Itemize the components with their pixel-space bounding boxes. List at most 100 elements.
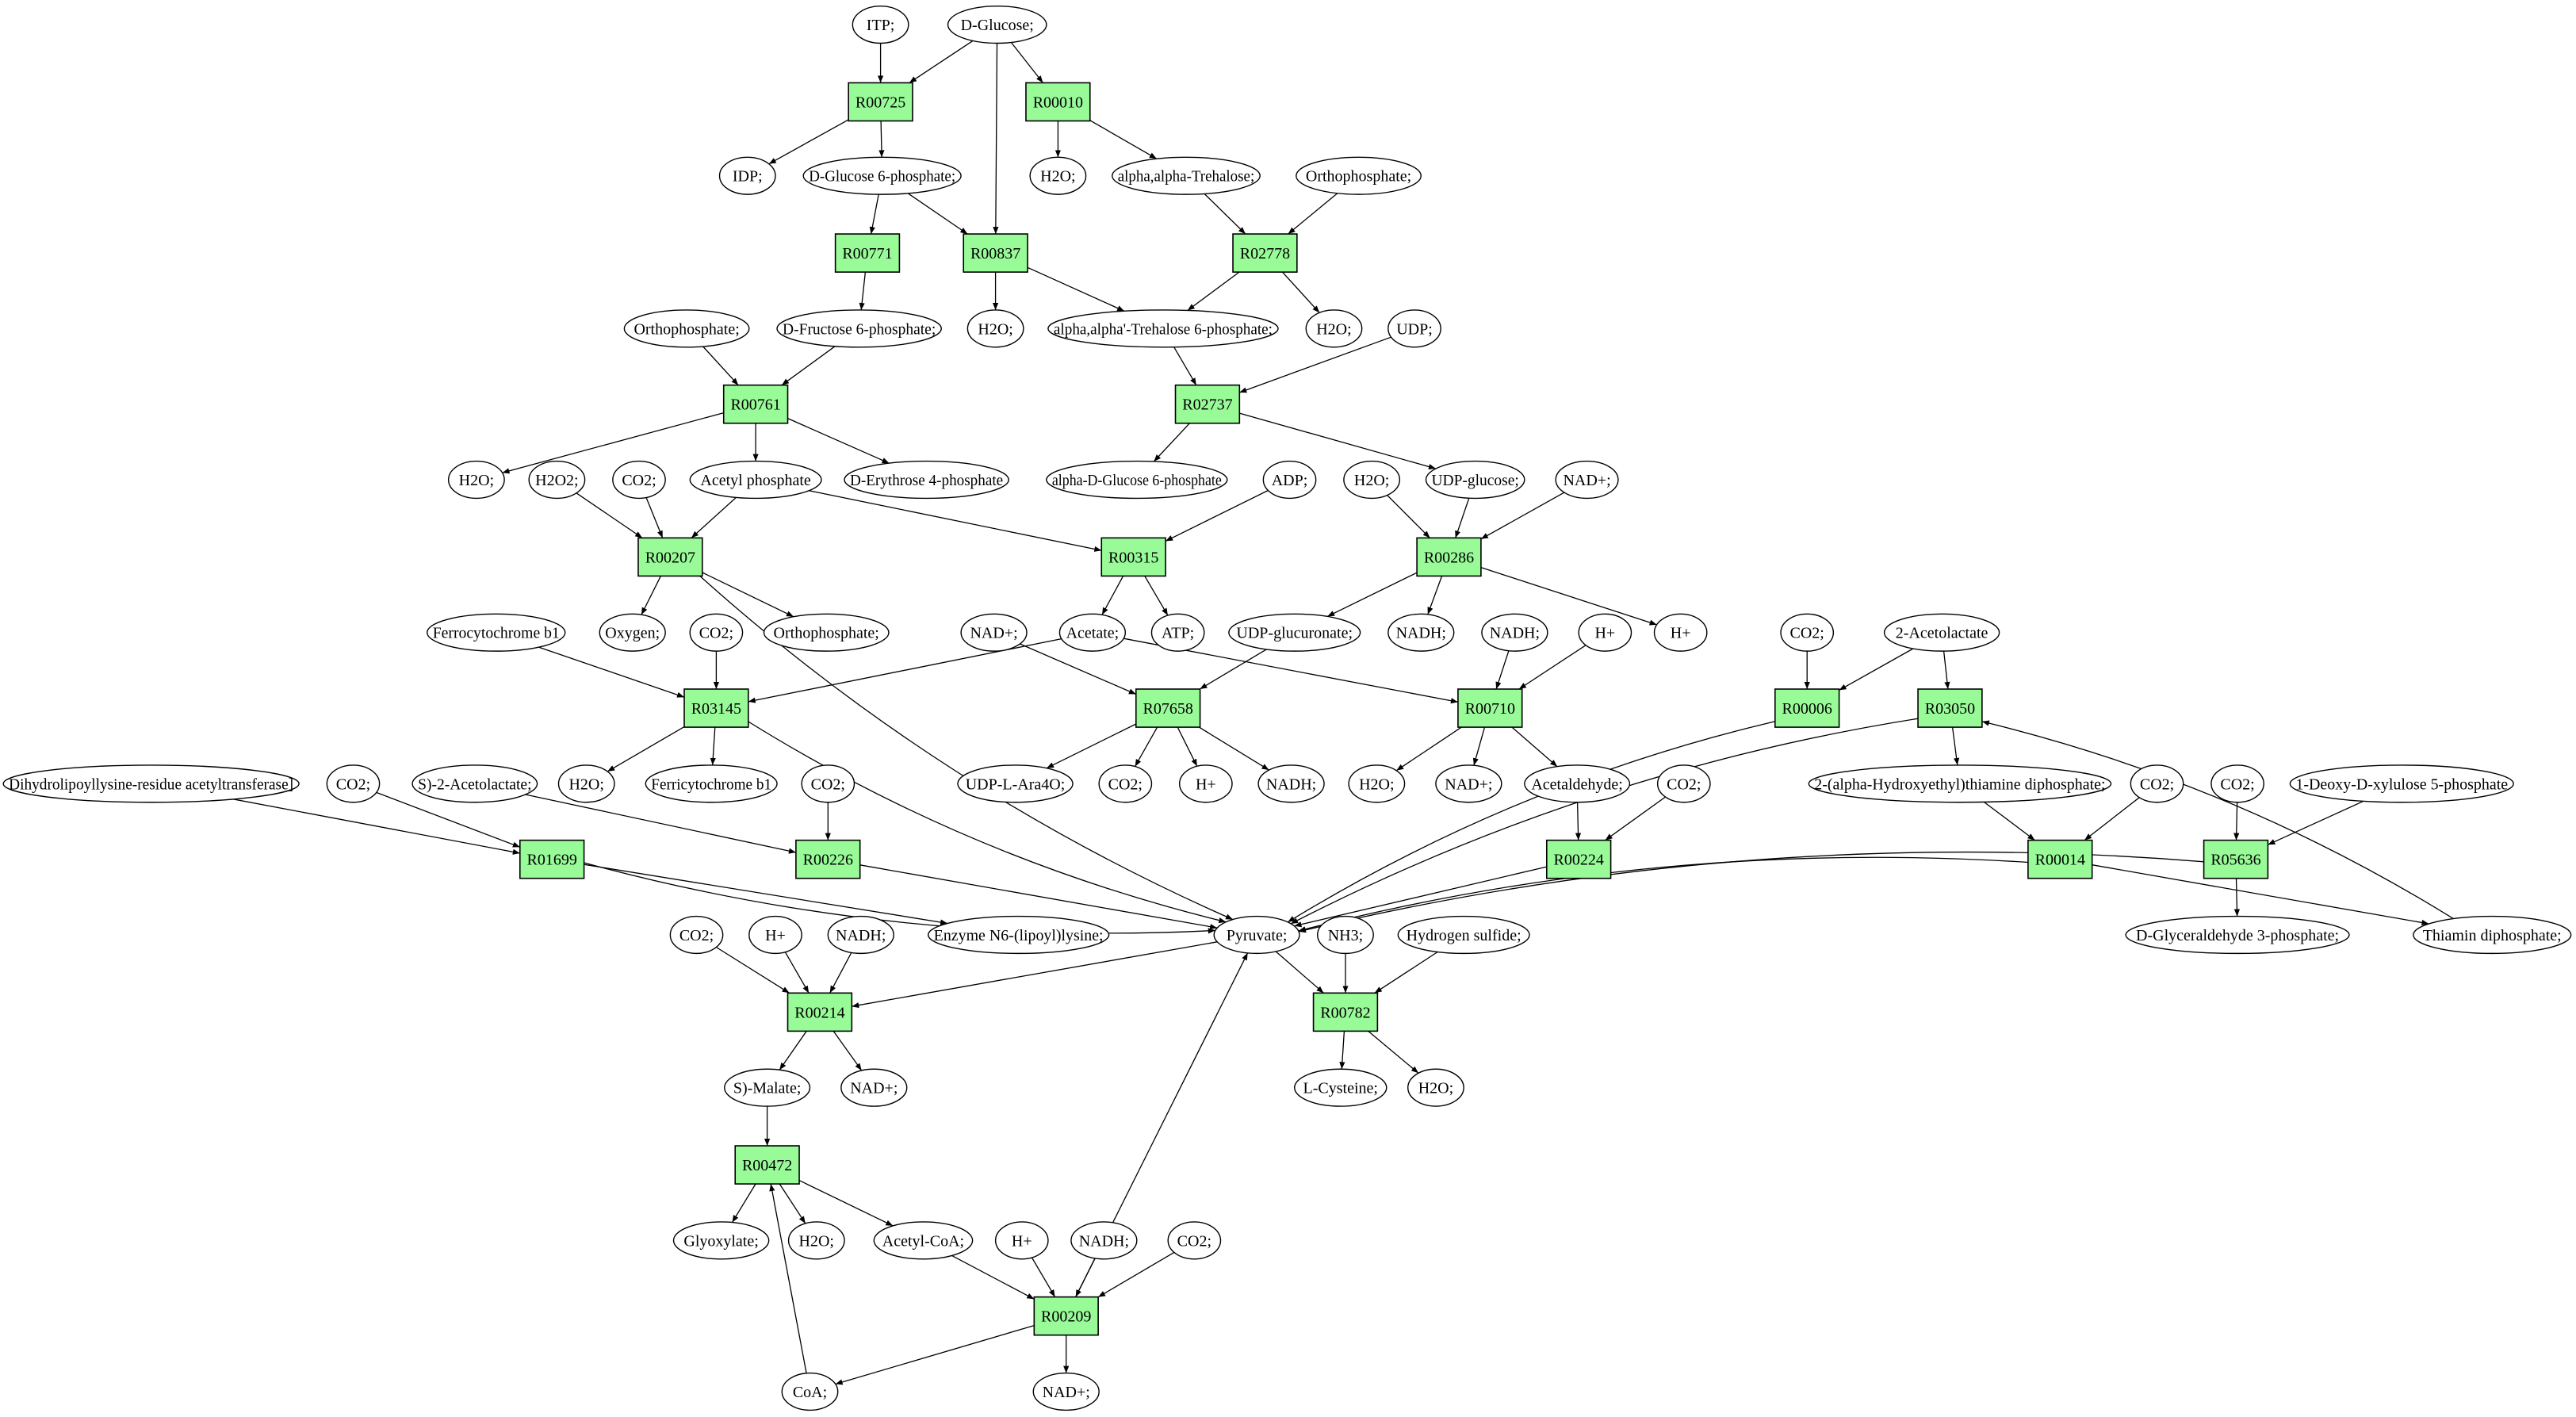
compound-node-h2o_h[interactable]: H2O; bbox=[1407, 1068, 1464, 1107]
compound-node-pi_c[interactable]: Orthophosphate; bbox=[763, 613, 890, 652]
compound-node-ferrocyt[interactable]: Ferrocytochrome b1 bbox=[427, 613, 566, 652]
reaction-node-R00725[interactable]: R00725 bbox=[848, 82, 913, 122]
compound-node-h2o_i[interactable]: H2O; bbox=[787, 1221, 845, 1260]
compound-node-acetolactate2[interactable]: 2-Acetolactate bbox=[1883, 613, 2000, 652]
compound-node-trehalose[interactable]: alpha,alpha-Trehalose; bbox=[1112, 156, 1261, 195]
compound-node-co2_j[interactable]: CO2; bbox=[669, 915, 724, 955]
compound-node-nh3[interactable]: NH3; bbox=[1317, 915, 1374, 955]
reaction-node-R02737[interactable]: R02737 bbox=[1174, 384, 1241, 424]
compound-node-udpglc[interactable]: UDP-glucose; bbox=[1425, 460, 1525, 500]
compound-node-t6p[interactable]: alpha,alpha'-Trehalose 6-phosphate; bbox=[1047, 309, 1279, 348]
compound-node-h2o_d[interactable]: H2O; bbox=[447, 460, 505, 500]
compound-node-sacetolactate[interactable]: S)-2-Acetolactate; bbox=[411, 764, 538, 803]
reaction-node-R01699[interactable]: R01699 bbox=[519, 839, 585, 879]
compound-node-pi_a[interactable]: Orthophosphate; bbox=[1296, 156, 1422, 195]
compound-node-udp[interactable]: UDP; bbox=[1388, 309, 1441, 348]
compound-node-udpgluc[interactable]: UDP-glucuronate; bbox=[1228, 613, 1361, 652]
compound-node-oxygen[interactable]: Oxygen; bbox=[599, 613, 666, 652]
reaction-node-R00286[interactable]: R00286 bbox=[1416, 537, 1482, 577]
compound-node-udpara[interactable]: UDP-L-Ara4O; bbox=[957, 764, 1074, 803]
compound-node-e4p[interactable]: D-Erythrose 4-phosphate bbox=[844, 460, 1009, 500]
compound-node-thdp[interactable]: Thiamin diphosphate; bbox=[2413, 915, 2572, 955]
reaction-node-R00710[interactable]: R00710 bbox=[1457, 688, 1523, 728]
compound-node-smalate[interactable]: S)-Malate; bbox=[724, 1068, 811, 1107]
compound-node-nadh_a[interactable]: NADH; bbox=[1388, 613, 1455, 652]
compound-node-acetylcoa[interactable]: Acetyl-CoA; bbox=[873, 1221, 974, 1260]
compound-node-co2_i[interactable]: CO2; bbox=[2210, 764, 2264, 803]
compound-node-hp_a[interactable]: H+ bbox=[1578, 613, 1632, 652]
compound-node-nadh_e[interactable]: NADH; bbox=[1070, 1221, 1138, 1260]
compound-node-nadh_b[interactable]: NADH; bbox=[1481, 613, 1548, 652]
compound-node-h2o2[interactable]: H2O2; bbox=[528, 460, 586, 500]
compound-node-coa[interactable]: CoA; bbox=[781, 1372, 839, 1411]
compound-node-glyoxylate[interactable]: Glyoxylate; bbox=[672, 1221, 770, 1260]
reaction-node-R03145[interactable]: R03145 bbox=[683, 688, 749, 728]
compound-node-co2_k[interactable]: CO2; bbox=[1167, 1221, 1222, 1260]
reaction-node-R07658[interactable]: R07658 bbox=[1135, 688, 1201, 728]
compound-node-h2s[interactable]: Hydrogen sulfide; bbox=[1397, 915, 1530, 955]
compound-node-h2o_b[interactable]: H2O; bbox=[966, 309, 1024, 348]
compound-node-hp_d[interactable]: H+ bbox=[748, 915, 802, 955]
compound-node-acetaldehyde[interactable]: Acetaldehyde; bbox=[1524, 764, 1631, 803]
compound-node-h2o_f[interactable]: H2O; bbox=[557, 764, 615, 803]
compound-node-adg6p[interactable]: alpha-D-Glucose 6-phosphate bbox=[1046, 460, 1228, 500]
reaction-node-R00782[interactable]: R00782 bbox=[1312, 992, 1379, 1032]
compound-node-hethdp[interactable]: 2-(alpha-Hydroxyethyl)thiamine diphospha… bbox=[1808, 764, 2112, 803]
compound-node-co2_d[interactable]: CO2; bbox=[326, 764, 381, 803]
compound-node-adp[interactable]: ADP; bbox=[1262, 460, 1317, 500]
compound-node-nadp_a[interactable]: NAD+; bbox=[1555, 460, 1619, 500]
reaction-node-R00315[interactable]: R00315 bbox=[1100, 537, 1166, 577]
compound-node-h2o_c[interactable]: H2O; bbox=[1305, 309, 1363, 348]
compound-node-nadp_e[interactable]: NAD+; bbox=[1032, 1372, 1100, 1411]
reaction-node-R00472[interactable]: R00472 bbox=[734, 1145, 800, 1185]
compound-node-itp[interactable]: ITP; bbox=[852, 5, 909, 44]
compound-node-g6p[interactable]: D-Glucose 6-phosphate; bbox=[802, 156, 962, 195]
compound-node-f6p[interactable]: D-Fructose 6-phosphate; bbox=[776, 309, 942, 348]
compound-node-hp_e[interactable]: H+ bbox=[994, 1221, 1049, 1260]
reaction-node-R02778[interactable]: R02778 bbox=[1232, 233, 1298, 273]
compound-node-co2_f[interactable]: CO2; bbox=[1098, 764, 1153, 803]
compound-node-h2o_g[interactable]: H2O; bbox=[1348, 764, 1406, 803]
compound-node-hp_c[interactable]: H+ bbox=[1178, 764, 1233, 803]
compound-node-pi_b[interactable]: Orthophosphate; bbox=[623, 309, 750, 348]
reaction-node-R05636[interactable]: R05636 bbox=[2203, 839, 2269, 879]
compound-node-ferricyt[interactable]: Ferricytochrome b1 bbox=[645, 764, 778, 803]
reaction-node-R00010[interactable]: R00010 bbox=[1025, 82, 1091, 122]
reaction-node-R00761[interactable]: R00761 bbox=[722, 384, 789, 424]
compound-node-co2_b[interactable]: CO2; bbox=[689, 613, 744, 652]
compound-node-g3p[interactable]: D-Glyceraldehyde 3-phosphate; bbox=[2125, 915, 2350, 955]
compound-node-dglucose[interactable]: D-Glucose; bbox=[947, 5, 1047, 44]
compound-node-nadh_d[interactable]: NADH; bbox=[827, 915, 894, 955]
compound-node-dlat[interactable]: Dihydrolipoyllysine-residue acetyltransf… bbox=[2, 764, 300, 803]
compound-node-nadp_d[interactable]: NAD+; bbox=[840, 1068, 908, 1107]
compound-node-lipoyllys[interactable]: Enzyme N6-(lipoyl)lysine; bbox=[927, 915, 1110, 955]
compound-node-pyruvate[interactable]: Pyruvate; bbox=[1213, 915, 1300, 955]
compound-node-nadp_c[interactable]: NAD+; bbox=[1435, 764, 1502, 803]
reaction-node-R00214[interactable]: R00214 bbox=[787, 992, 853, 1032]
reaction-node-R00771[interactable]: R00771 bbox=[834, 233, 901, 273]
compound-node-h2o_a[interactable]: H2O; bbox=[1029, 156, 1087, 195]
reaction-node-R00837[interactable]: R00837 bbox=[963, 233, 1028, 273]
reaction-node-R00209[interactable]: R00209 bbox=[1033, 1296, 1099, 1336]
compound-node-dxp[interactable]: 1-Deoxy-D-xylulose 5-phosphate bbox=[2289, 764, 2514, 803]
reaction-node-R00224[interactable]: R00224 bbox=[1545, 839, 1612, 879]
compound-node-atp[interactable]: ATP; bbox=[1150, 613, 1205, 652]
reaction-node-R00226[interactable]: R00226 bbox=[795, 839, 861, 879]
compound-node-hp_b[interactable]: H+ bbox=[1653, 613, 1708, 652]
compound-node-co2_g[interactable]: CO2; bbox=[1656, 764, 1711, 803]
compound-node-co2_a[interactable]: CO2; bbox=[612, 460, 666, 500]
compound-node-acetylp[interactable]: Acetyl phosphate bbox=[689, 460, 822, 500]
compound-node-acetate[interactable]: Acetate; bbox=[1058, 613, 1127, 652]
reaction-node-R00006[interactable]: R00006 bbox=[1774, 688, 1840, 728]
reaction-node-R00014[interactable]: R00014 bbox=[2027, 839, 2093, 879]
compound-node-co2_h[interactable]: CO2; bbox=[2130, 764, 2184, 803]
reaction-node-R03050[interactable]: R03050 bbox=[1917, 688, 1983, 728]
compound-node-h2o_e[interactable]: H2O; bbox=[1343, 460, 1401, 500]
reaction-node-R00207[interactable]: R00207 bbox=[637, 537, 703, 577]
compound-node-co2_c[interactable]: CO2; bbox=[1780, 613, 1835, 652]
compound-node-co2_e[interactable]: CO2; bbox=[801, 764, 855, 803]
compound-node-idp[interactable]: IDP; bbox=[718, 156, 776, 195]
compound-node-nadp_b[interactable]: NAD+; bbox=[960, 613, 1028, 652]
compound-node-lcys[interactable]: L-Cysteine; bbox=[1294, 1068, 1388, 1107]
compound-node-nadh_c[interactable]: NADH; bbox=[1257, 764, 1325, 803]
